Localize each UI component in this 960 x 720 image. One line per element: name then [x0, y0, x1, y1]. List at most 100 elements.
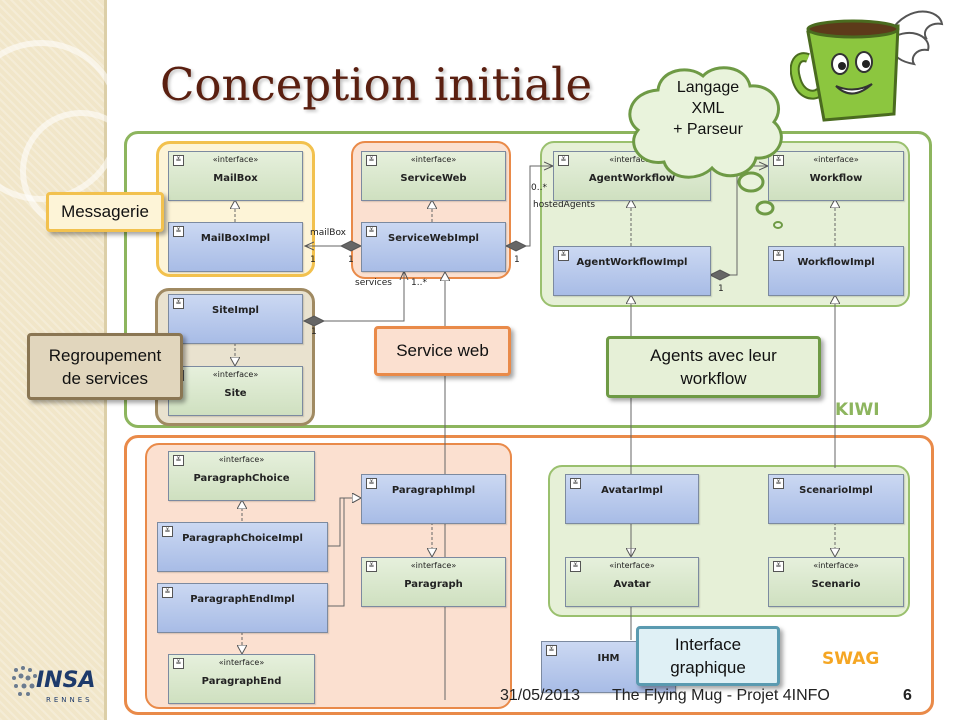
class-workflow-interface[interactable]: ≚ «interface» Workflow	[768, 151, 904, 201]
footer-project: The Flying Mug - Projet 4INFO	[612, 687, 830, 704]
class-paragraphchoiceimpl[interactable]: ≚ ParagraphChoiceImpl	[157, 522, 328, 572]
collapse-toggle-icon[interactable]: ≚	[773, 478, 784, 489]
class-mailbox-interface[interactable]: ≚ «interface» MailBox	[168, 151, 303, 201]
collapse-toggle-icon[interactable]: ≚	[366, 478, 377, 489]
class-servicewebimpl[interactable]: ≚ ServiceWebImpl	[361, 222, 506, 272]
class-name: ServiceWeb	[400, 173, 467, 184]
stereotype-label: «interface»	[813, 561, 859, 570]
collapse-toggle-icon[interactable]: ≚	[773, 155, 784, 166]
class-serviceweb-interface[interactable]: ≚ «interface» ServiceWeb	[361, 151, 506, 201]
class-name: ScenarioImpl	[799, 485, 873, 496]
cloud-line1: Langage	[676, 79, 740, 96]
class-name: AgentWorkflowImpl	[576, 257, 688, 268]
collapse-toggle-icon[interactable]: ≚	[162, 526, 173, 537]
thought-cloud	[628, 66, 783, 229]
collapse-toggle-icon[interactable]: ≚	[546, 645, 557, 656]
stereotype-label: «interface»	[813, 155, 859, 164]
collapse-toggle-icon[interactable]: ≚	[558, 155, 569, 166]
footer-date: 31/05/2013	[500, 687, 581, 704]
class-name: ParagraphEndImpl	[190, 594, 295, 605]
class-name: ParagraphChoiceImpl	[182, 533, 303, 544]
page-number: 6	[903, 687, 912, 704]
callout-regroupement: Regroupement de services	[27, 333, 183, 400]
collapse-toggle-icon[interactable]: ≚	[366, 226, 377, 237]
insa-logo-text: INSA	[36, 668, 96, 693]
class-name: AgentWorkflow	[588, 173, 676, 184]
collapse-toggle-icon[interactable]: ≚	[162, 587, 173, 598]
collapse-toggle-icon[interactable]: ≚	[366, 155, 377, 166]
cloud-line2: XML	[691, 100, 725, 117]
thought-bubble-small	[773, 221, 783, 229]
class-siteimpl[interactable]: ≚ SiteImpl	[168, 294, 303, 344]
collapse-toggle-icon[interactable]: ≚	[366, 561, 377, 572]
collapse-toggle-icon[interactable]: ≚	[173, 658, 184, 669]
class-name: ServiceWebImpl	[388, 233, 479, 244]
collapse-toggle-icon[interactable]: ≚	[570, 561, 581, 572]
stereotype-label: «interface»	[410, 561, 457, 570]
callout-regroupement-line1: Regroupement	[48, 345, 162, 365]
class-scenario-interface[interactable]: ≚ «interface» Scenario	[768, 557, 904, 607]
slide-title: Conception initiale	[160, 58, 593, 111]
class-mailboximpl[interactable]: ≚ MailBoxImpl	[168, 222, 303, 272]
class-paragraph-interface[interactable]: ≚ «interface» Paragraph	[361, 557, 506, 607]
class-name: Site	[224, 388, 247, 399]
assoc-mult-workflow: 1	[718, 284, 724, 294]
collapse-toggle-icon[interactable]: ≚	[173, 455, 184, 466]
callout-agents-workflow: Agents avec leur workflow	[606, 336, 821, 398]
collapse-toggle-icon[interactable]: ≚	[570, 478, 581, 489]
stereotype-label: «interface»	[218, 455, 265, 464]
class-name: ParagraphChoice	[193, 473, 290, 484]
thought-cloud-bubble	[628, 66, 783, 179]
class-name: IHM	[597, 653, 620, 664]
class-paragraphchoice-interface[interactable]: ≚ «interface» ParagraphChoice	[168, 451, 315, 501]
callout-messagerie: Messagerie	[46, 192, 164, 232]
callout-interface-graphique: Interface graphique	[636, 626, 780, 686]
class-avatar-interface[interactable]: ≚ «interface» Avatar	[565, 557, 699, 607]
assoc-mult-hosted-owner: 1	[514, 255, 520, 265]
class-avatarimpl[interactable]: ≚ AvatarImpl	[565, 474, 699, 524]
callout-interface-line2: graphique	[670, 658, 746, 677]
assoc-role-mailbox: mailBox	[310, 228, 347, 238]
stereotype-label: «interface»	[609, 561, 655, 570]
class-paragraphendimpl[interactable]: ≚ ParagraphEndImpl	[157, 583, 328, 633]
stereotype-label: «interface»	[218, 658, 265, 667]
class-name: MailBox	[213, 173, 258, 184]
callout-service-web-text: Service web	[396, 341, 489, 360]
callout-service-web: Service web	[374, 326, 511, 376]
callout-regroupement-line2: de services	[62, 368, 148, 388]
callout-interface-line1: Interface	[674, 635, 742, 654]
class-paragraphimpl[interactable]: ≚ ParagraphImpl	[361, 474, 506, 524]
package-label-kiwi: KIWI	[835, 400, 880, 420]
class-name: AvatarImpl	[601, 485, 663, 496]
assoc-role-hosted: hostedAgents	[533, 200, 596, 210]
class-name: SiteImpl	[212, 305, 259, 316]
stereotype-label: «interface»	[410, 155, 457, 164]
class-name: Paragraph	[404, 579, 463, 590]
class-scenarioimpl[interactable]: ≚ ScenarioImpl	[768, 474, 904, 524]
package-label-swag: SWAG	[822, 649, 880, 669]
class-paragraphend-interface[interactable]: ≚ «interface» ParagraphEnd	[168, 654, 315, 704]
assoc-mult-hosted: 0..*	[531, 183, 547, 193]
class-site-interface[interactable]: ≚ «interface» Site	[168, 366, 303, 416]
class-workflowimpl[interactable]: ≚ WorkflowImpl	[768, 246, 904, 296]
class-name: ParagraphEnd	[201, 676, 282, 687]
flying-mug-mascot-icon	[790, 10, 944, 122]
class-name: WorkflowImpl	[797, 257, 875, 268]
collapse-toggle-icon[interactable]: ≚	[173, 298, 184, 309]
stereotype-label: «interface»	[212, 370, 259, 379]
callout-agents-line1: Agents avec leur	[650, 346, 777, 365]
cloud-line3: + Parseur	[673, 121, 743, 138]
collapse-toggle-icon[interactable]: ≚	[173, 155, 184, 166]
assoc-mult-services: 1..*	[411, 278, 427, 288]
class-agentworkflowimpl[interactable]: ≚ AgentWorkflowImpl	[553, 246, 711, 296]
collapse-toggle-icon[interactable]: ≚	[773, 561, 784, 572]
class-name: Workflow	[809, 173, 863, 184]
collapse-toggle-icon[interactable]: ≚	[173, 226, 184, 237]
collapse-toggle-icon[interactable]: ≚	[773, 250, 784, 261]
thought-bubble-large	[737, 171, 765, 193]
assoc-mult-mailbox-a: 1	[310, 255, 316, 265]
callout-agents-line2: workflow	[680, 369, 747, 388]
assoc-mult-site: 1	[311, 327, 317, 337]
class-name: ParagraphImpl	[391, 485, 476, 496]
collapse-toggle-icon[interactable]: ≚	[558, 250, 569, 261]
